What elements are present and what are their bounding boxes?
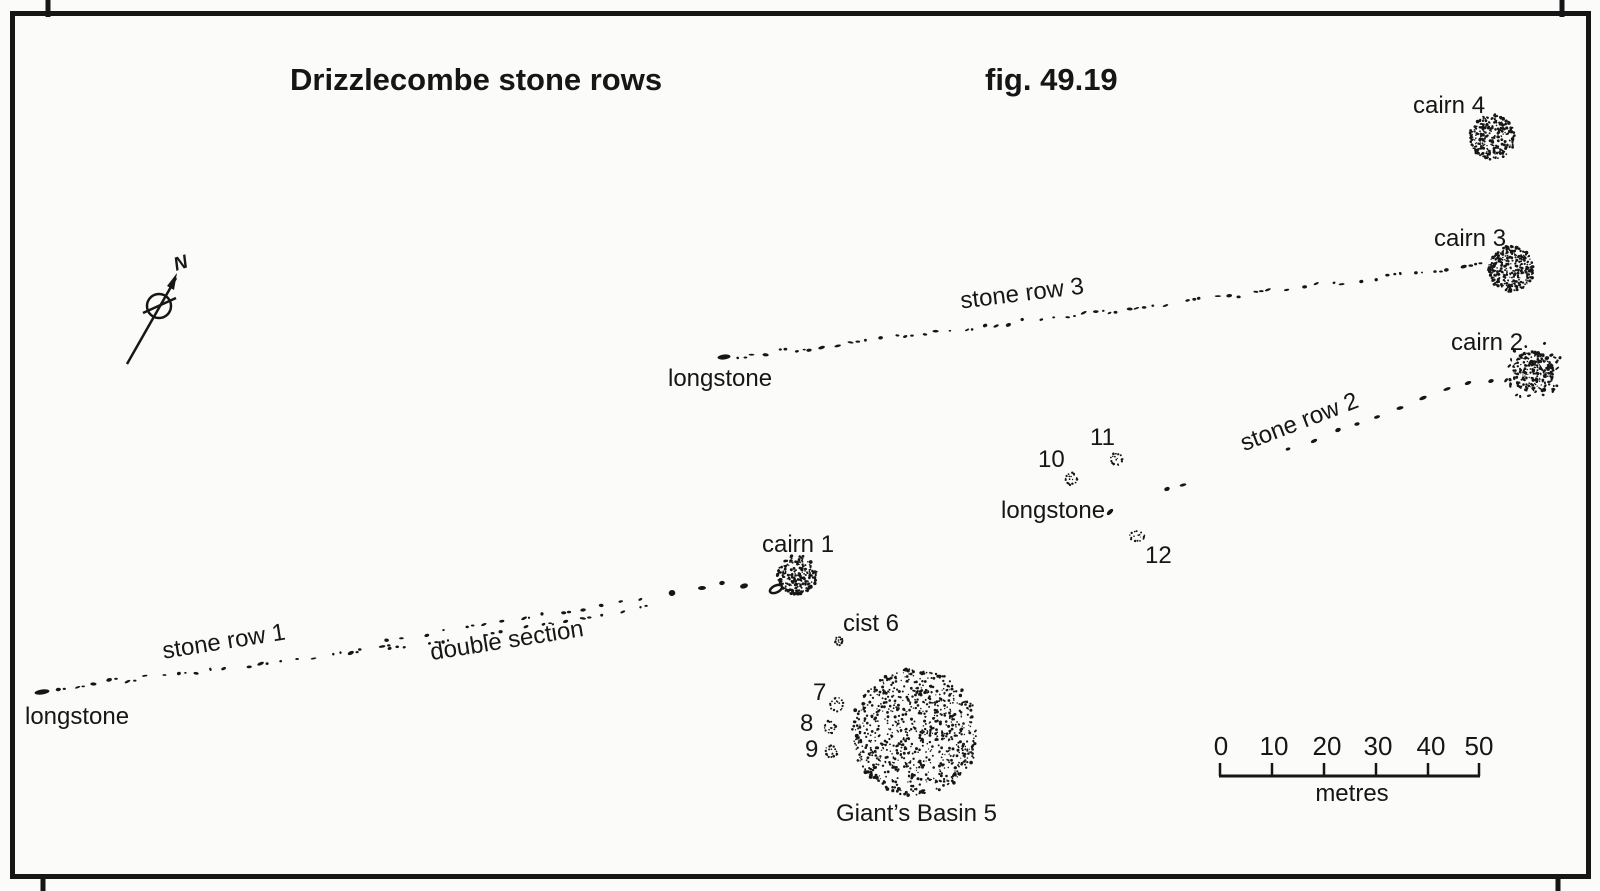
figure-number: fig. 49.19 (985, 62, 1118, 97)
stone-11-label: 11 (1090, 424, 1115, 451)
generated-features (34, 113, 1562, 797)
north-arrow-cross-line (142, 296, 177, 315)
stone-row-3 (736, 262, 1483, 360)
stone-row-2 (1164, 378, 1494, 492)
stone-10-circle (1064, 471, 1079, 487)
longstone-row-1-label: longstone (25, 703, 129, 730)
stone-11-circle (1110, 452, 1124, 466)
stone-row-1-label: stone row 1 (160, 619, 287, 665)
cairn-2 (1504, 341, 1562, 399)
longstone-row-2-label: longstone (1001, 497, 1105, 524)
scale-number-20: 20 (1313, 731, 1342, 761)
north-arrow-head-icon (167, 273, 177, 290)
stone-10-label: 10 (1038, 446, 1065, 473)
double-section-label: double section (428, 615, 585, 666)
cairn-3-label: cairn 3 (1434, 225, 1506, 252)
longstone-row-3-label: longstone (668, 365, 772, 392)
stone-row-3-label: stone row 3 (959, 273, 1085, 315)
frame-border (10, 11, 1591, 879)
scale-number-40: 40 (1417, 731, 1446, 761)
stone-7-label: 7 (813, 679, 826, 706)
cairn-1 (775, 554, 818, 596)
stone-7-circle (829, 697, 845, 713)
longstone-row-2-stone (1106, 508, 1114, 516)
stone-row-2-label: stone row 2 (1237, 387, 1363, 457)
cist-6-stone (834, 636, 844, 647)
longstone-row-3-stone (717, 354, 731, 360)
stone-row-1-single-section (55, 644, 391, 692)
stone-9-circle (824, 744, 839, 759)
cairn-2-label: cairn 2 (1451, 329, 1523, 356)
cist-6-label: cist 6 (843, 610, 899, 637)
cairn-1-kerb-stone (768, 583, 784, 595)
north-arrow (125, 273, 178, 365)
scale-number-30: 30 (1364, 731, 1393, 761)
scale-bar: 0 10 20 30 40 50 metres (1214, 731, 1494, 807)
scale-number-0: 0 (1214, 731, 1228, 761)
north-arrow-circle (145, 292, 173, 320)
stone-12-label: 12 (1145, 542, 1172, 569)
giants-basin-label: Giant’s Basin 5 (836, 800, 997, 827)
cairn-1-label: cairn 1 (762, 531, 834, 558)
cairn-3 (1487, 244, 1535, 293)
north-label: N (171, 251, 192, 276)
giants-basin-5 (851, 667, 977, 797)
longstone-row-1-stone (34, 689, 50, 695)
north-arrow-shaft (125, 277, 178, 365)
figure-frame (10, 0, 1591, 891)
cairn-4-label: cairn 4 (1413, 92, 1485, 119)
cairn-4 (1468, 113, 1516, 161)
stone-12-circle (1129, 530, 1146, 543)
stone-8-label: 8 (800, 710, 813, 737)
stone-9-label: 9 (805, 736, 818, 763)
stone-row-1-terminal-stones (668, 580, 748, 597)
scale-unit-label: metres (1315, 780, 1388, 807)
scale-number-50: 50 (1465, 731, 1494, 761)
scale-number-10: 10 (1260, 731, 1289, 761)
stone-8-circle (823, 719, 838, 735)
stone-row-1-double-section (384, 597, 648, 650)
figure-title: Drizzlecombe stone rows (290, 62, 662, 97)
